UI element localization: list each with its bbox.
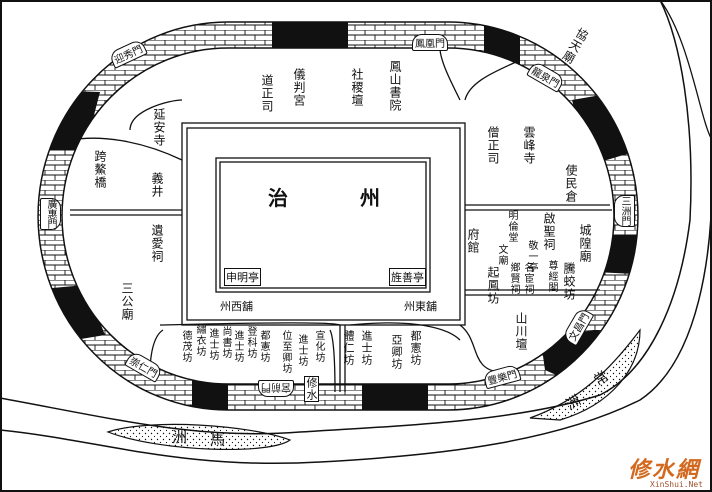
label-sengzheng-office: 僧正司 — [486, 126, 500, 165]
label-arch: 亞卿坊 — [390, 334, 403, 370]
label-arch: 尚書坊 — [220, 326, 231, 359]
label-mazhou-ma: 馬 — [210, 430, 226, 448]
label-minglun-hall: 明倫堂 — [506, 210, 517, 243]
gate-west: 廣惠門 — [40, 198, 61, 230]
label-tengjiao-arch: 騰蛟坊 — [562, 262, 576, 301]
label-confucius-temple: 文廟 — [496, 244, 507, 266]
gate-north: 鳳凰門 — [412, 34, 448, 51]
label-qifeng-arch: 起鳳坊 — [486, 266, 500, 305]
watermark-site: XinShui.Net — [650, 480, 703, 489]
label-east-post: 州東舖 — [404, 300, 437, 313]
label-shimin-granary: 使民倉 — [564, 164, 578, 203]
label-arch: 體仁坊 — [342, 330, 355, 366]
label-jingyi-pavilion: 敬一亭 — [526, 240, 537, 273]
label-shenming-pavilion: 申明亭 — [224, 268, 261, 286]
label-arch: 進士坊 — [296, 334, 307, 367]
chang-islet — [529, 328, 641, 421]
label-xiangxian-shrine: 鄉賢祠 — [508, 262, 519, 295]
label-arch: 位至卿坊 — [280, 330, 291, 374]
label-mazhou-zhou: 洲 — [172, 428, 188, 446]
label-minghuan-shrine: 名宦祠 — [522, 262, 533, 295]
label-qisheng-shrine: 啟聖祠 — [542, 212, 556, 251]
label-yibin-palace: 儀判宮 — [292, 68, 306, 107]
label-arch: 登科坊 — [245, 326, 256, 359]
label-sangong-temple: 三公廟 — [120, 282, 134, 321]
label-arch: 進士坊 — [207, 328, 218, 361]
label-daozheng-office: 道正司 — [260, 74, 274, 113]
label-shanchuan-altar: 山川壇 — [514, 312, 528, 351]
label-yunfeng-temple: 雲峰寺 — [522, 126, 536, 165]
label-zunjing-pavilion: 尊經閣 — [546, 260, 557, 293]
label-chenghuang-temple: 城隍廟 — [578, 224, 592, 263]
label-xiu-river: 修水 — [304, 376, 319, 402]
gate-south: 宮前門 — [258, 380, 294, 397]
label-arch: 宣化坊 — [313, 330, 324, 363]
label-arch: 進士坊 — [360, 330, 373, 366]
river-north — [659, 0, 712, 141]
label-kuaao-bridge: 跨鰲橋 — [93, 150, 107, 189]
label-fengshan-academy: 鳳山書院 — [388, 60, 402, 112]
label-arch: 都憲坊 — [409, 330, 422, 366]
label-arch: 德茂坊 — [180, 330, 191, 363]
zhouzhi-char-zhou: 州 — [360, 186, 380, 210]
label-arch: 進士坊 — [232, 330, 243, 363]
label-west-post: 州西舖 — [220, 300, 253, 313]
label-fu-hall: 府館 — [466, 228, 480, 254]
label-arch: 都憲坊 — [258, 330, 269, 363]
label-jingshan-pavilion: 旌善亭 — [389, 268, 426, 286]
label-arch: 繡衣坊 — [194, 324, 205, 357]
zhouzhi-char-zhi: 治 — [268, 186, 288, 210]
river-bank-outer — [0, 179, 712, 465]
streets — [69, 47, 612, 393]
gate-east: 三洲門 — [614, 195, 635, 227]
label-sheji-altar: 社稷壇 — [350, 68, 364, 107]
label-yiai-shrine: 遺愛祠 — [150, 224, 164, 263]
ma-islet — [106, 423, 292, 451]
watermark-logo: 修水網 — [628, 457, 701, 483]
label-yi-well: 義井 — [150, 172, 164, 198]
label-yanan-temple: 延安寺 — [152, 108, 166, 147]
